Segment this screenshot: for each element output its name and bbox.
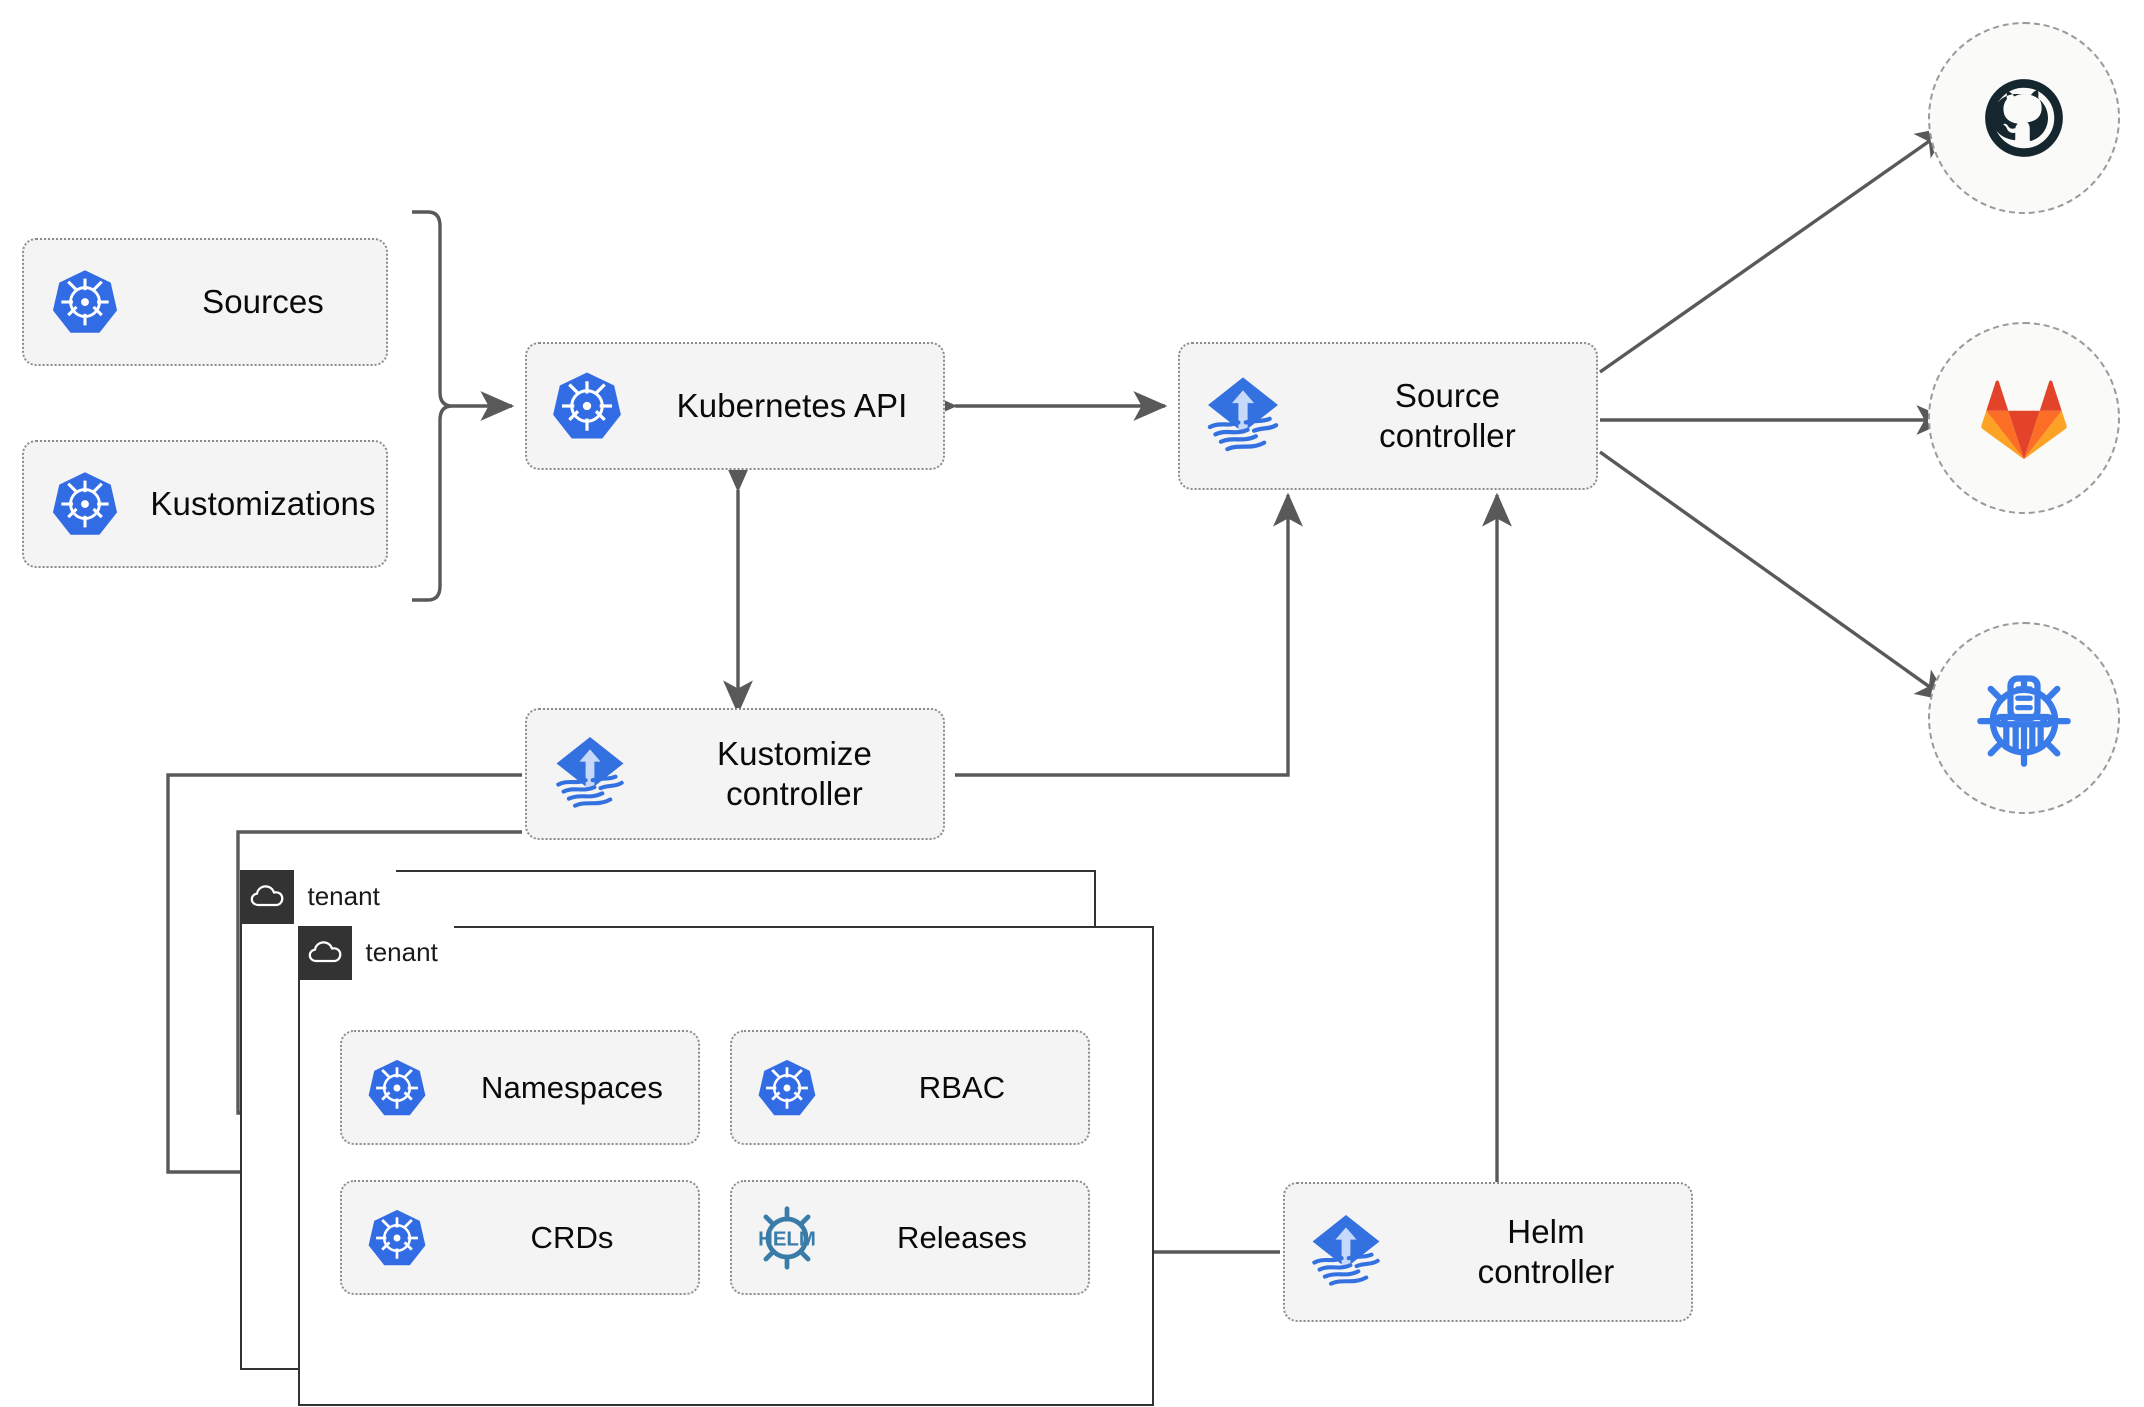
flux-icon bbox=[527, 730, 652, 818]
helm-repository-icon bbox=[1977, 675, 2071, 767]
node-releases-label: Releases bbox=[896, 1219, 1028, 1255]
node-sources-label: Sources bbox=[202, 282, 324, 320]
node-helm-controller[interactable]: Helm controller bbox=[1283, 1182, 1693, 1322]
tenant-outer-label: tenant bbox=[293, 869, 396, 924]
cloud-icon bbox=[297, 925, 352, 980]
tenant-inner-container[interactable]: tenant bbox=[297, 925, 1154, 1406]
node-sources[interactable]: Sources bbox=[22, 238, 388, 366]
node-kustomize-controller[interactable]: Kustomize controller bbox=[525, 708, 945, 840]
kubernetes-icon bbox=[24, 267, 146, 337]
svg-text:HELM: HELM bbox=[758, 1228, 816, 1250]
provider-helm-repository[interactable] bbox=[1928, 622, 2120, 814]
edge-source-to-github bbox=[1599, 126, 1950, 374]
tenant-outer-header: tenant bbox=[239, 869, 396, 924]
kubernetes-icon bbox=[732, 1057, 842, 1119]
node-crds-label: CRDs bbox=[530, 1219, 614, 1255]
node-rbac-label: RBAC bbox=[918, 1069, 1006, 1105]
node-kustomize-controller-label: Kustomize controller bbox=[717, 734, 872, 812]
flux-icon bbox=[1285, 1208, 1407, 1296]
kubernetes-icon bbox=[527, 369, 647, 443]
node-releases[interactable]: HELM Releases bbox=[730, 1180, 1090, 1295]
node-helm-controller-label: Helm controller bbox=[1477, 1212, 1615, 1290]
node-crds[interactable]: CRDs bbox=[340, 1180, 700, 1295]
tenant-inner-header: tenant bbox=[297, 925, 454, 980]
helm-icon: HELM bbox=[732, 1204, 842, 1272]
node-namespaces-label: Namespaces bbox=[481, 1069, 663, 1105]
kubernetes-icon bbox=[24, 469, 146, 539]
kubernetes-icon bbox=[342, 1207, 452, 1269]
kubernetes-icon bbox=[342, 1057, 452, 1119]
cloud-icon bbox=[239, 869, 294, 924]
node-kustomizations[interactable]: Kustomizations bbox=[22, 440, 388, 568]
node-kustomizations-label: Kustomizations bbox=[150, 484, 376, 522]
provider-github[interactable] bbox=[1928, 22, 2120, 214]
edge-kustomize-to-source bbox=[955, 492, 1303, 777]
node-kubernetes-api[interactable]: Kubernetes API bbox=[525, 342, 945, 470]
github-icon bbox=[1985, 79, 2063, 157]
tenant-inner-label: tenant bbox=[351, 925, 454, 980]
node-rbac[interactable]: RBAC bbox=[730, 1030, 1090, 1145]
node-kubernetes-api-label: Kubernetes API bbox=[676, 386, 908, 424]
gitlab-icon bbox=[1981, 380, 2067, 460]
edge-source-to-helm-repository bbox=[1599, 450, 1950, 702]
node-source-controller-label: Source controller bbox=[1379, 376, 1516, 454]
flux-icon bbox=[1180, 370, 1305, 462]
node-source-controller[interactable]: Source controller bbox=[1178, 342, 1598, 490]
node-namespaces[interactable]: Namespaces bbox=[340, 1030, 700, 1145]
edge-resource-bracket bbox=[412, 210, 453, 602]
provider-gitlab[interactable] bbox=[1928, 322, 2120, 514]
